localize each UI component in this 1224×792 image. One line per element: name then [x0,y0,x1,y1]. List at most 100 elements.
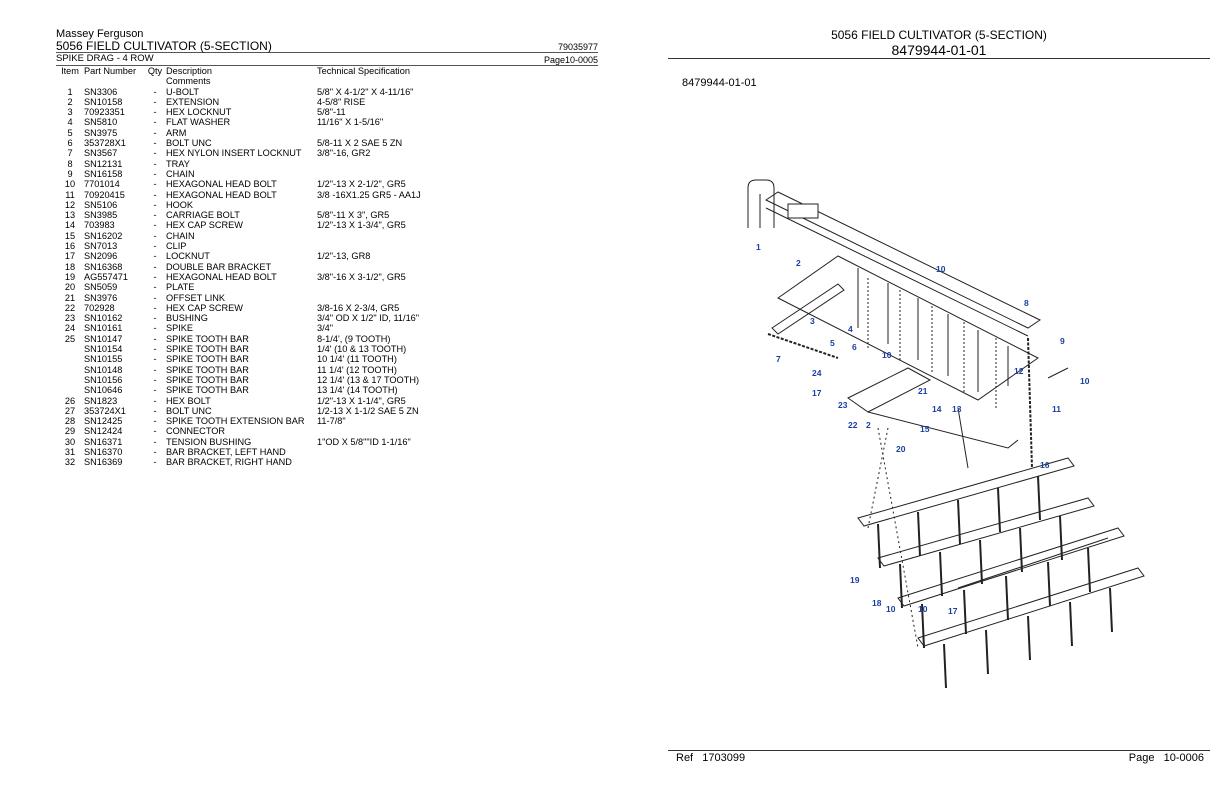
row-part-number: SN10158 [84,96,123,107]
row-item: 22 [64,302,76,313]
row-description: SPIKE TOOTH BAR [166,364,249,375]
illustration-title: 5056 FIELD CULTIVATOR (5-SECTION) [831,28,1047,42]
row-description: TRAY [166,158,190,169]
row-item: 27 [64,405,76,416]
row-part-number: SN10161 [84,323,123,334]
row-part-number: SN16368 [84,261,123,272]
row-item: 31 [64,446,76,457]
row-qty: - [153,261,157,272]
row-part-number: 7701014 [84,179,120,190]
row-description: BAR BRACKET, RIGHT HAND [166,457,292,468]
row-qty: - [153,117,157,128]
row-qty: - [153,457,157,468]
row-technical-specification [317,169,598,179]
row-description: HEXAGONAL HEAD BOLT [166,189,277,200]
row-item [56,375,84,385]
row-technical-specification: 3/4" [317,323,334,334]
row-description: SPIKE TOOTH BAR [166,374,249,385]
row-item: 7 [67,148,73,159]
callout-label: 22 [848,420,858,430]
callout-label: 19 [850,575,860,585]
row-technical-specification: 3/8"-16, GR2 [317,148,371,159]
column-header-technical-specification: Technical Specification [317,66,410,76]
row-qty: - [153,364,157,375]
row-qty: - [153,271,157,282]
row-item: 30 [64,436,76,447]
callout-label: 2 [796,258,801,268]
row-technical-specification: 11/16" X 1-5/16" [317,117,384,128]
row-technical-specification: 10 1/4' (11 TOOTH) [317,354,397,365]
row-technical-specification: 5/8-11 X 2 SAE 5 ZN [317,138,403,149]
row-technical-specification: 8-1/4', (9 TOOTH) [317,333,391,344]
title-row: 5056 FIELD CULTIVATOR (5-SECTION) 790359… [56,40,598,53]
row-item: 9 [67,168,73,179]
row-part-number: SN3567 [84,148,118,159]
callout-label: 10 [1080,376,1090,386]
row-item: 12 [64,199,76,210]
column-header-comments: Comments [166,76,211,87]
row-part-number: 703983 [84,220,115,231]
row-qty: - [153,333,157,344]
row-qty: - [153,354,157,365]
parts-table: Item Part Number Qty Description Technic… [56,66,598,468]
row-technical-specification: 1/2-13 X 1-1/2 SAE 5 ZN [317,405,419,416]
u-bolt-part [747,179,775,228]
row-part-number: 353724X1 [84,405,126,416]
row-description: SPIKE TOOTH EXTENSION BAR [166,416,305,427]
row-item: 11 [65,189,75,200]
row-technical-specification: 5/8"-11 X 3", GR5 [317,210,390,221]
page-label: Page [1128,752,1155,764]
row-technical-specification: 1/2"-13 X 1-1/4", GR5 [317,395,406,406]
callout-label: 3 [810,316,815,326]
row-part-number: SN16202 [84,230,123,241]
row-technical-specification [317,159,598,169]
row-technical-specification: 11 1/4' (12 TOOTH) [317,364,397,375]
row-qty: - [153,374,157,385]
angle-bar-part [771,283,845,335]
callout-label: 10 [936,264,946,274]
row-part-number: SN16158 [84,168,123,179]
page-reference: Page10-0005 [543,55,598,65]
callout-label: 6 [852,342,857,352]
row-technical-specification [317,262,598,272]
row-qty: - [153,230,157,241]
row-part-number: SN3306 [84,86,118,97]
column-header-qty: Qty [147,66,163,76]
row-description: CHAIN [166,168,195,179]
row-description: EXTENSION [166,96,220,107]
row-description: LOCKNUT [166,251,210,262]
row-technical-specification [317,231,598,241]
row-qty: - [153,426,157,437]
row-description: HEX BOLT [166,395,211,406]
row-item: 5 [67,127,73,138]
row-qty: - [153,199,157,210]
row-description: HEXAGONAL HEAD BOLT [166,179,277,190]
row-qty: - [153,405,157,416]
column-header-part-number: Part Number [84,66,137,76]
row-qty: - [153,302,157,313]
row-description: TENSION BUSHING [166,436,252,447]
row-part-number: SN12425 [84,416,123,427]
row-part-number: SN10148 [84,364,123,375]
row-part-number: SN10646 [84,385,123,396]
table-header-row-comments: Comments [56,76,598,86]
row-qty: - [153,446,157,457]
row-technical-specification: 3/8 -16X1.25 GR5 - AA1J [317,189,421,200]
callout-label: 2 [866,420,871,430]
header-divider [668,58,1210,59]
row-description: HEX NYLON INSERT LOCKNUT [166,148,302,159]
row-part-number: SN5810 [84,117,118,128]
section-row: SPIKE DRAG - 4 ROW Page10-0005 [56,53,598,66]
